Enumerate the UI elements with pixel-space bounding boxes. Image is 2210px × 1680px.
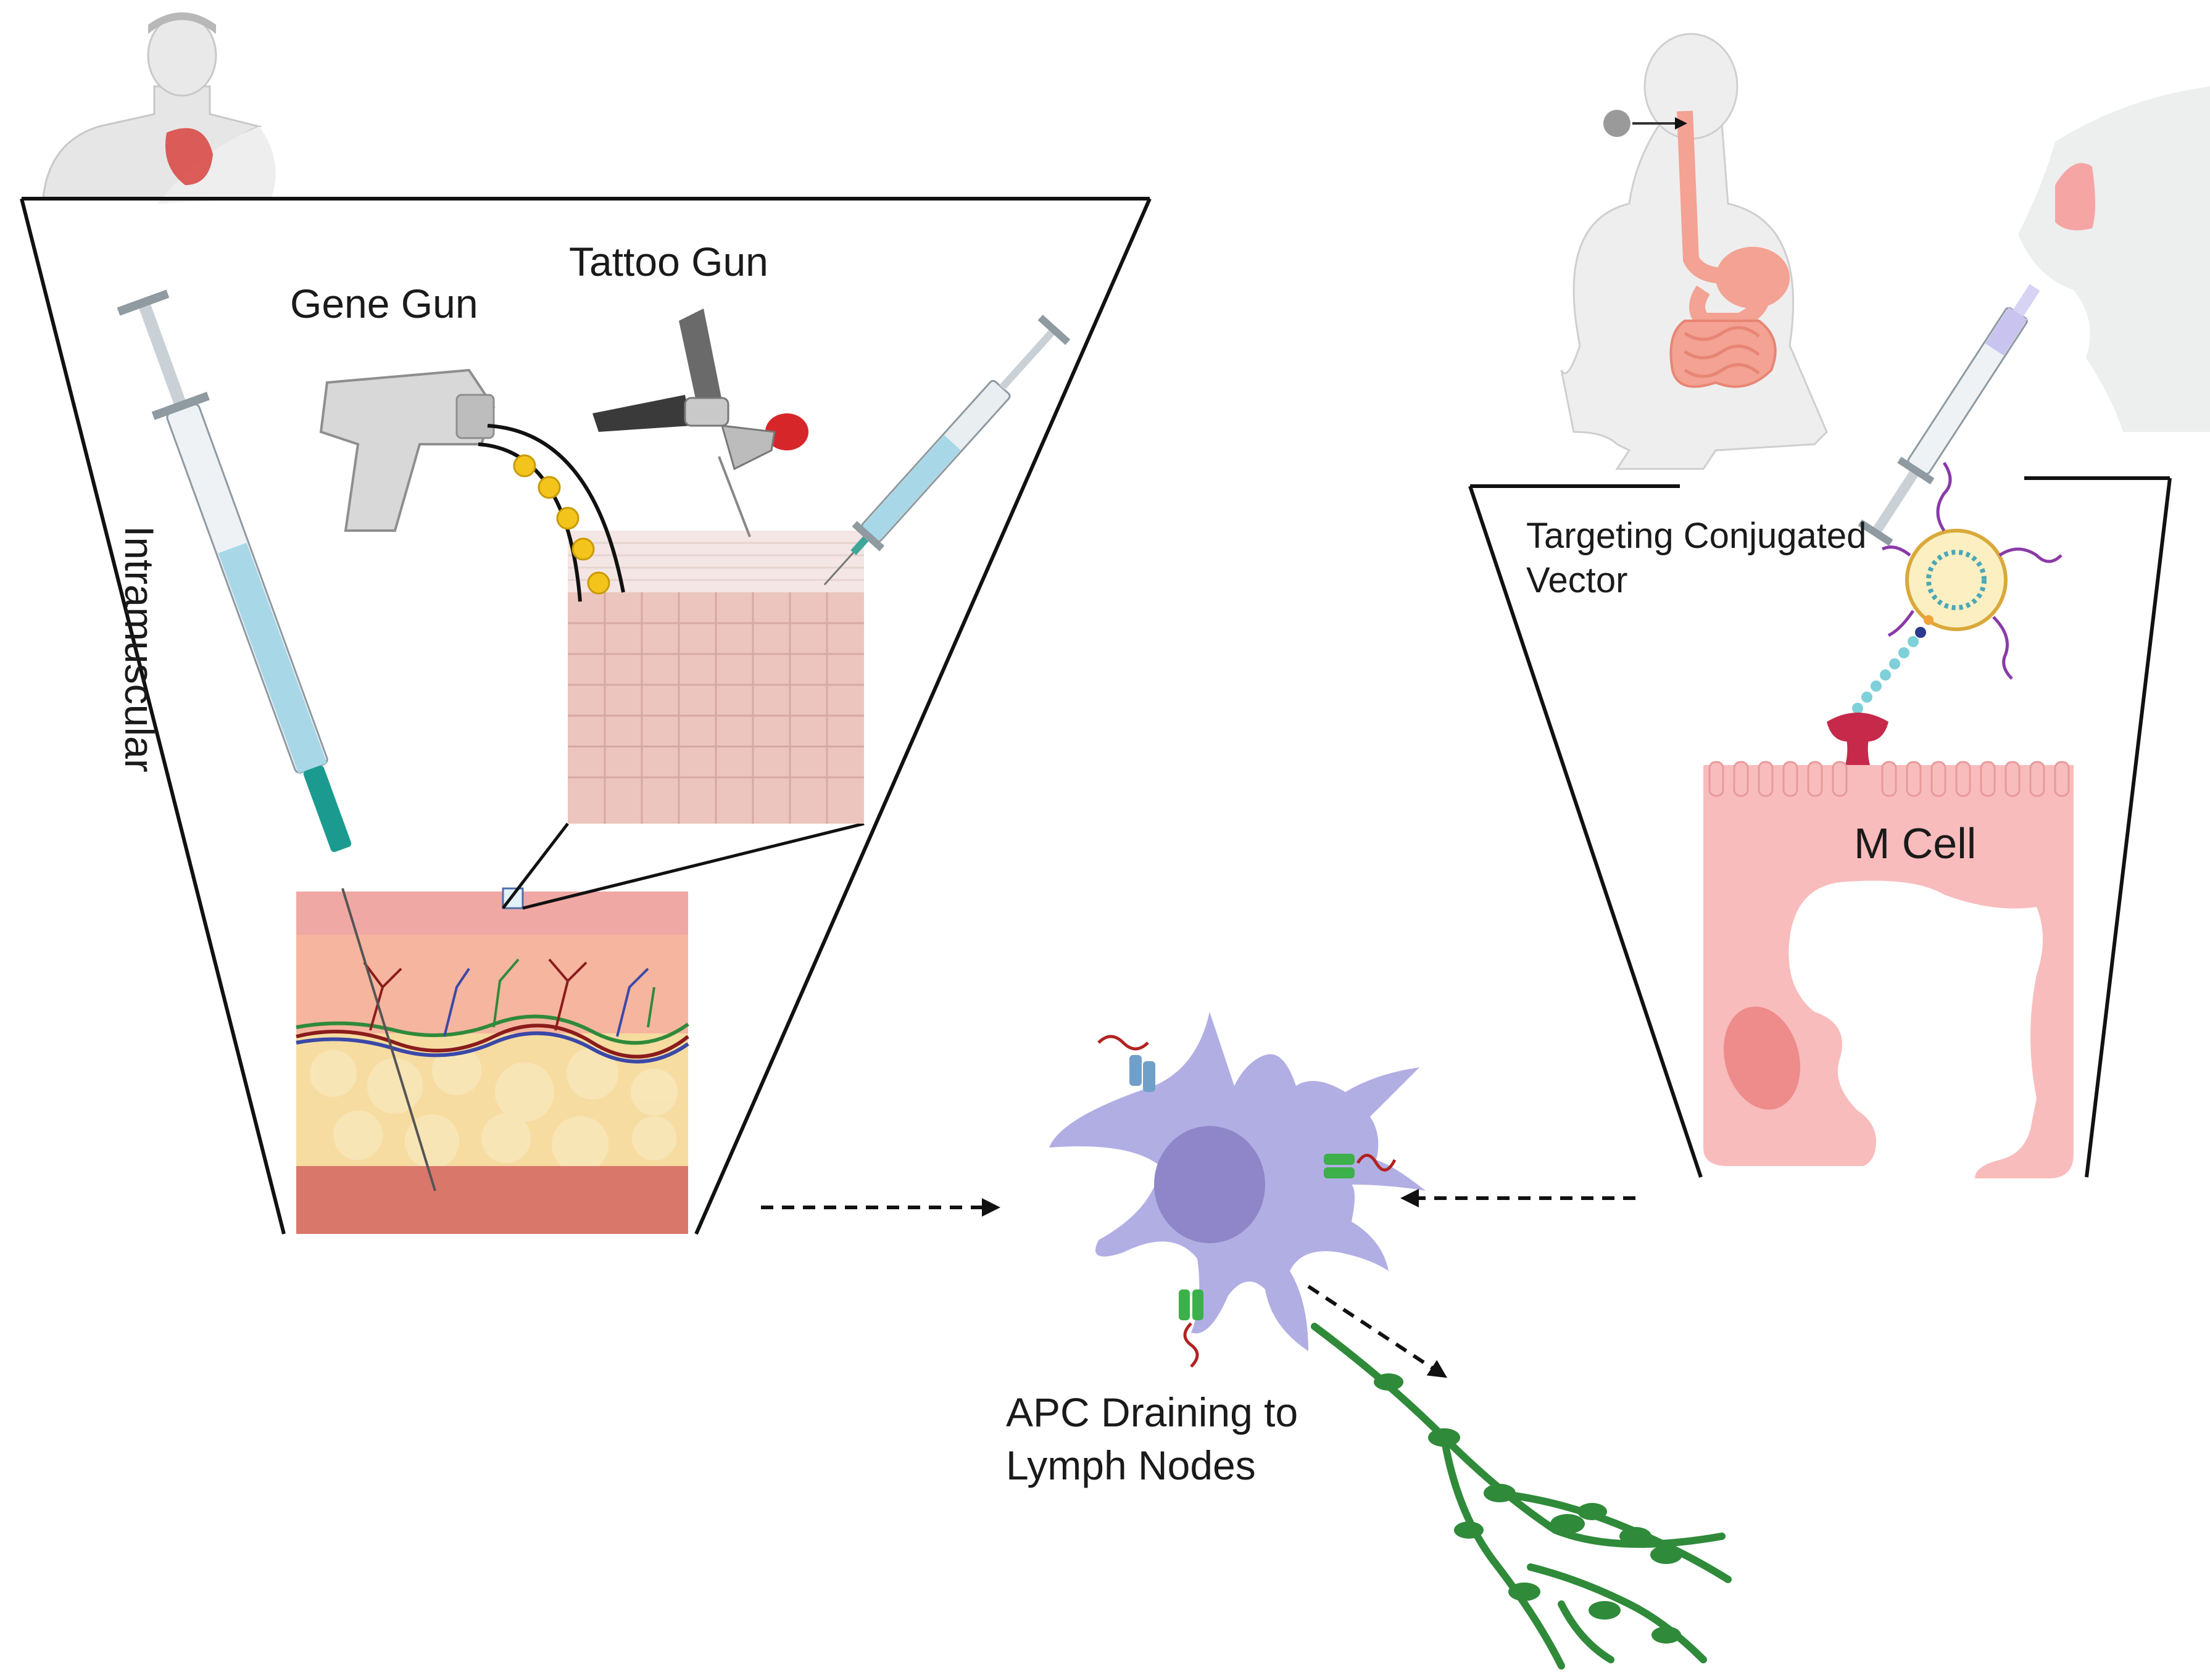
right-funnel	[1468, 476, 2172, 1178]
intramuscular-label: Intramuscular	[117, 526, 162, 772]
skin-layers-icon	[296, 887, 689, 1234]
dendritic-cell-icon	[1049, 1012, 1426, 1368]
targeting-label-line2: Vector	[1526, 560, 1627, 600]
nasal-syringe-icon	[1858, 284, 2040, 546]
tattoo-gun-icon	[592, 308, 808, 537]
nose-icon	[2018, 86, 2210, 432]
human-shoulder-icon	[42, 12, 276, 204]
left-funnel	[20, 197, 1152, 1235]
m-cell-icon	[1703, 761, 2074, 1178]
m-cell-label: M Cell	[1854, 819, 1976, 867]
targeting-label-line1: Targeting Conjugated	[1526, 516, 1866, 556]
tattoo-gun-label: Tattoo Gun	[569, 239, 768, 284]
skin-inset-icon	[568, 531, 864, 824]
arrow-apc-to-lymph	[1307, 1285, 1448, 1378]
oral-digestive-tract-icon	[1560, 33, 1828, 470]
apc-label-line1: APC Draining to	[1006, 1389, 1298, 1435]
apc-label-line2: Lymph Nodes	[1006, 1442, 1256, 1488]
targeting-vector-icon	[1827, 461, 2063, 796]
intramuscular-syringe-icon	[117, 289, 436, 1191]
lymph-vessel-icon	[1311, 1323, 1732, 1670]
gene-gun-icon	[319, 368, 625, 602]
gene-gun-label: Gene Gun	[290, 281, 478, 326]
syringe-icon	[823, 315, 1071, 586]
